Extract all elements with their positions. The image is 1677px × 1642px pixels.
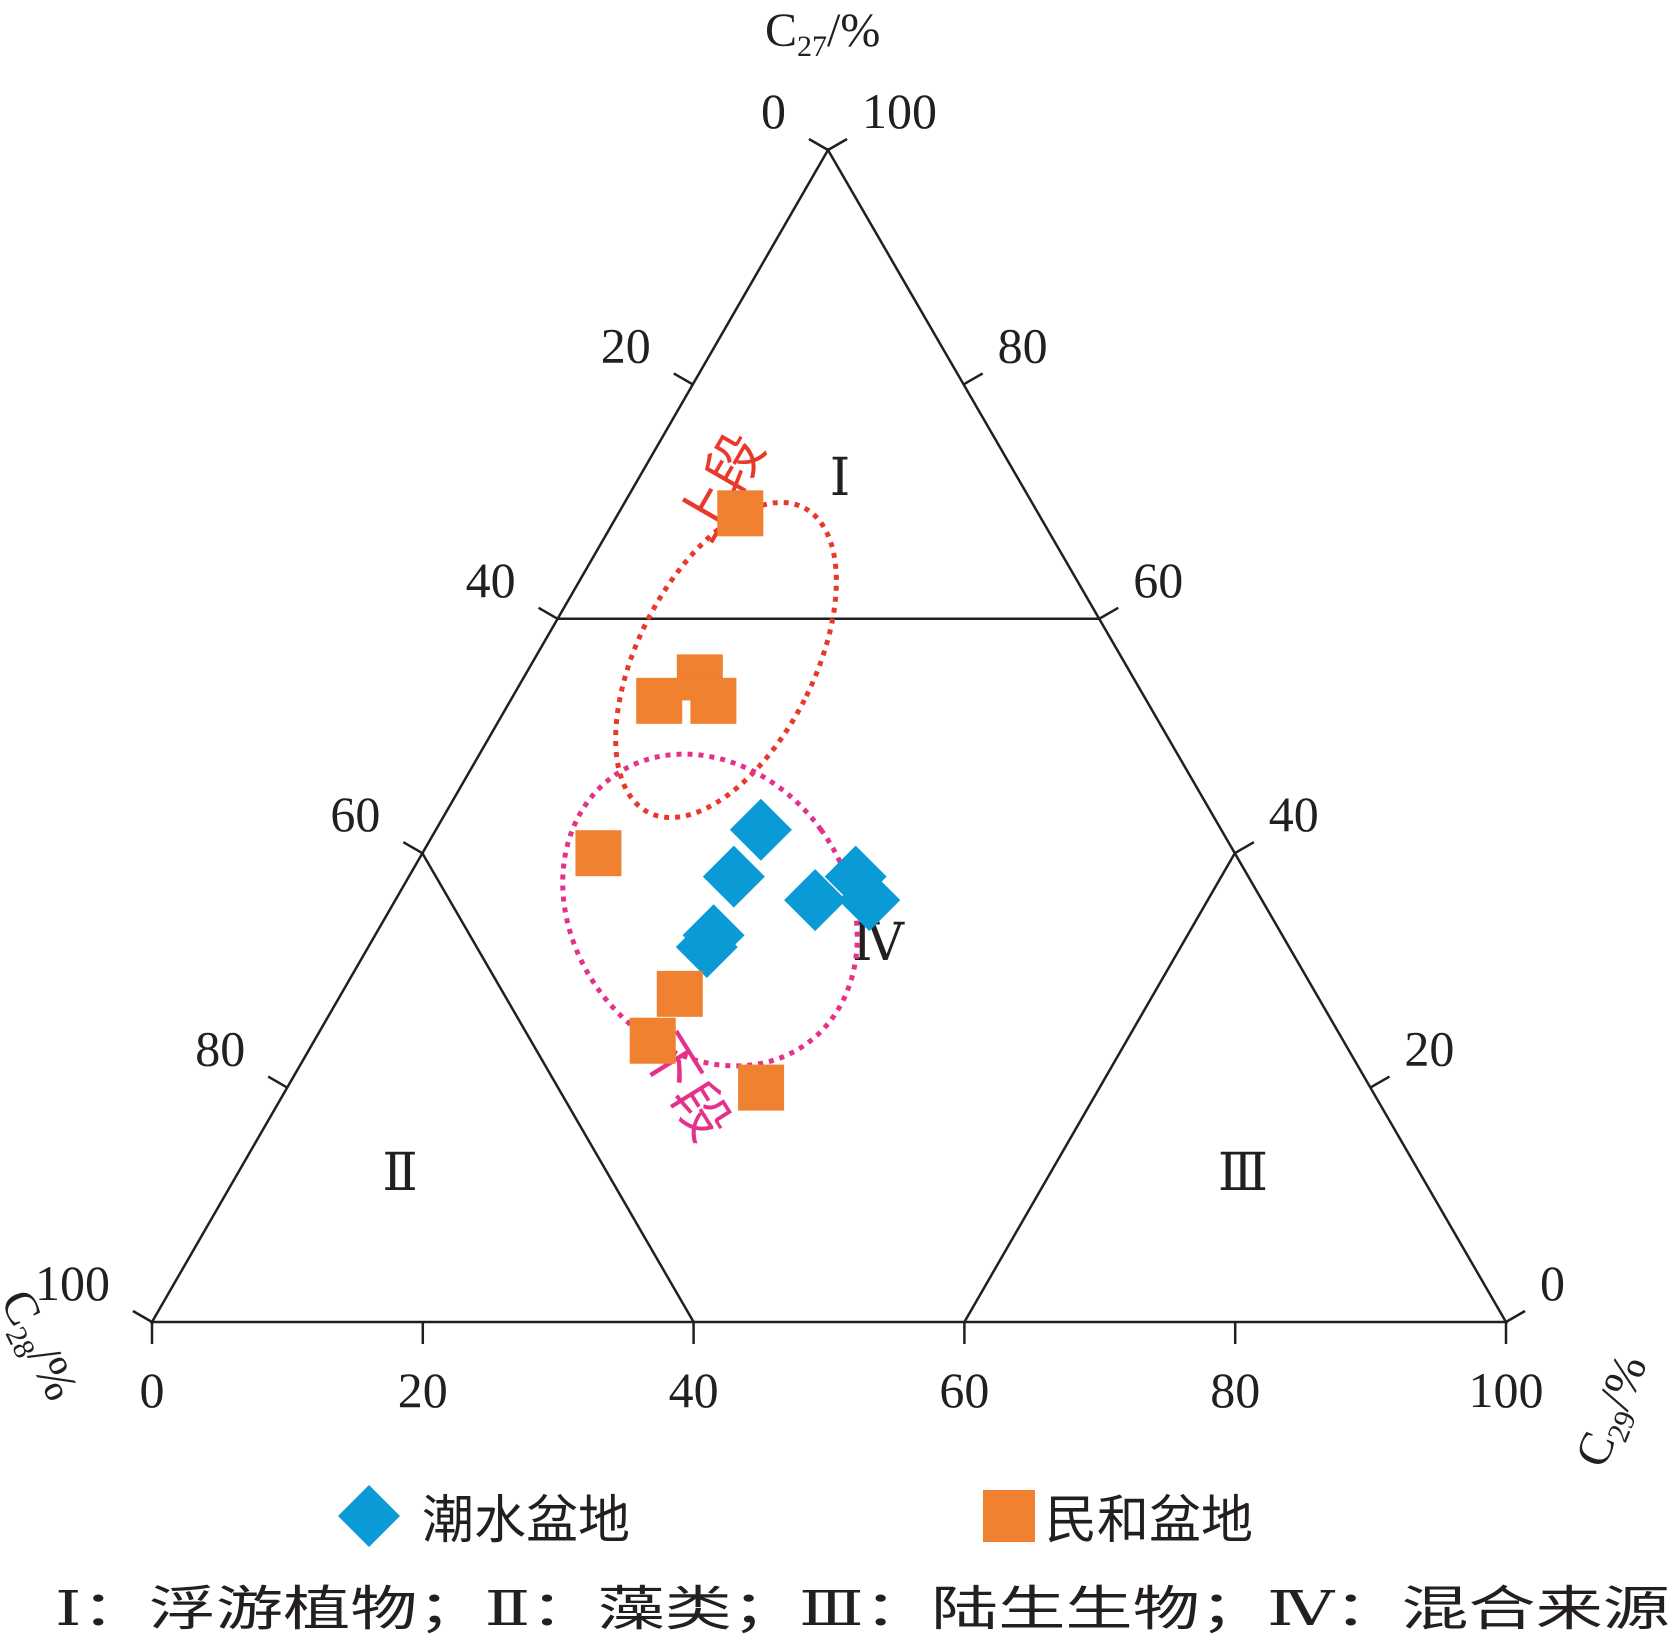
data-point-square-0 [717,490,764,537]
tick-label-left-80: 80 [195,1021,245,1077]
region-boundary-c29-60 [963,852,1236,1323]
tick-label-right-0: 100 [862,83,937,139]
tick-right-40 [1098,606,1119,620]
legend-marker-diamond [338,1485,400,1547]
tick-label-left-40: 40 [466,552,516,608]
tick-label-right-80: 20 [1404,1021,1454,1077]
axis-title-c27: C27/% [765,4,880,63]
tick-marks [132,137,1526,1344]
legend-marker-square [983,1490,1035,1542]
region-label-1: Ⅰ [830,450,851,507]
tick-labels: 0 100 0 20 80 20 40 60 40 60 40 60 80 20 80 100 0 100 [35,83,1565,1418]
data-points [575,490,901,1111]
region-note: Ⅰ：浮游植物；Ⅱ：藻类；Ⅲ：陆生生物；Ⅳ：混合来源 [55,1581,1670,1637]
tick-label-right-20: 80 [998,317,1048,373]
tick-label-bottom-80: 80 [1210,1362,1260,1418]
tick-right-80 [1369,1075,1391,1089]
ternary-triangle [149,147,1509,1324]
data-point-diamond-1 [702,845,765,908]
tick-label-right-60: 40 [1269,786,1319,842]
tick-right-0 [827,137,848,152]
data-point-square-3 [636,677,683,724]
region-label-3: Ⅲ [1218,1145,1268,1202]
tick-label-bottom-20: 20 [398,1362,448,1418]
tick-label-left-60: 60 [330,786,380,842]
legend: 潮水盆地 民和盆地 [338,1485,1253,1551]
tick-label-bottom-40: 40 [669,1362,719,1418]
data-point-square-7 [738,1064,785,1111]
data-point-diamond-4 [838,869,901,932]
axis-title-c29: C29/% [1565,1347,1663,1476]
tick-label-bottom-60: 60 [939,1362,989,1418]
tick-left-80 [267,1075,288,1089]
tick-left-60 [402,841,424,855]
tick-label-left-20: 20 [601,317,651,373]
tick-label-left-0: 0 [761,83,786,139]
tick-label-bottom-100: 100 [1469,1362,1544,1418]
tick-label-left-100: 100 [35,1255,110,1311]
tick-label-bottom-0: 0 [140,1362,165,1418]
lower-group-ellipse [560,751,860,1069]
legend-label-series-1: 潮水盆地 [422,1491,630,1551]
data-point-diamond-0 [729,798,792,861]
data-point-square-2 [690,677,737,724]
tick-left-100 [132,1309,153,1324]
region-label-2: Ⅱ [382,1145,417,1202]
data-point-diamond-6 [675,915,738,978]
tick-label-right-40: 60 [1133,552,1183,608]
data-point-square-4 [575,830,622,877]
tick-left-20 [673,372,694,386]
tick-left-40 [537,606,559,620]
legend-label-series-2: 民和盆地 [1045,1491,1253,1551]
tick-right-60 [1234,841,1255,855]
region-label-4: Ⅳ [852,915,905,972]
data-point-diamond-2 [784,869,847,932]
region-boundary-c28-60 [421,852,695,1323]
upper-group-ellipse [613,499,839,821]
tick-right-100 [1505,1309,1526,1324]
data-point-square-5 [656,970,703,1017]
tick-right-20 [962,372,984,386]
data-point-square-6 [629,1017,676,1064]
tick-label-right-100: 0 [1540,1255,1565,1311]
tick-left-0 [808,137,829,152]
